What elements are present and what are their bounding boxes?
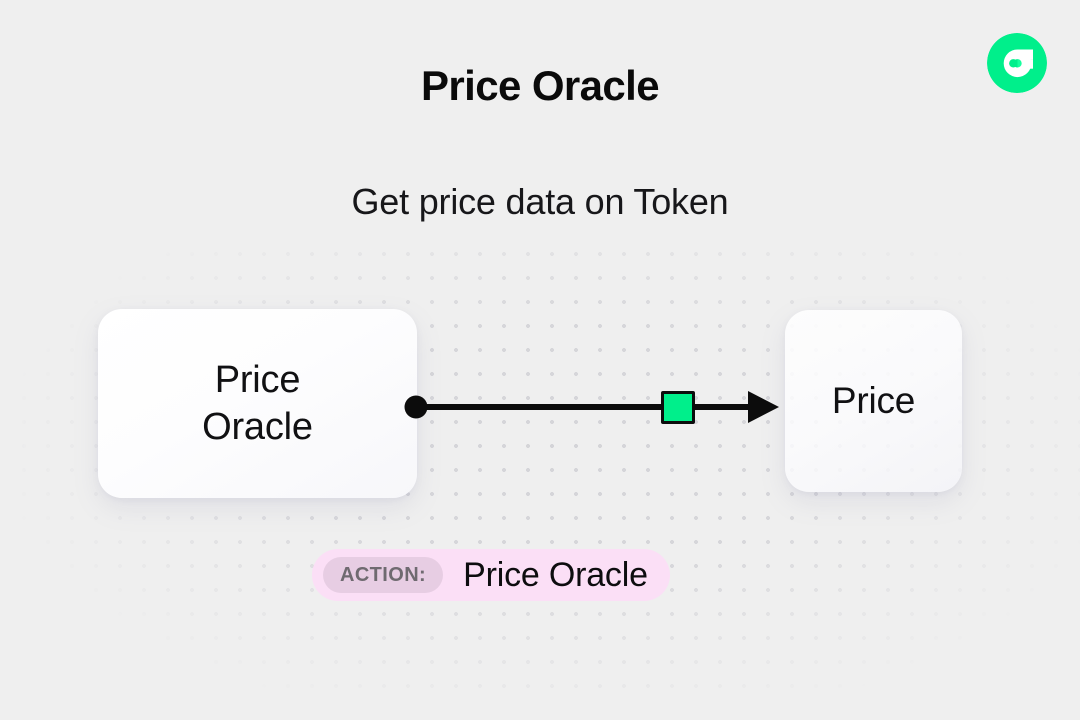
edge-arrowhead-icon [748,391,779,423]
node-label-line-1: Price [214,359,301,402]
node-price[interactable]: Price [785,310,962,492]
action-value: Price Oracle [463,555,648,594]
node-price-oracle[interactable]: Price Oracle [98,309,417,498]
page-subtitle: Get price data on Token [351,181,729,222]
page-title: Price Oracle [421,62,660,109]
flow-logo-icon [987,33,1047,93]
action-badge[interactable]: ACTION: Price Oracle [312,549,670,601]
action-tag-label: ACTION: [323,557,444,593]
edge-action-chip[interactable] [661,391,695,424]
node-label: Price [831,380,916,422]
node-label-line-2: Oracle [202,405,313,448]
